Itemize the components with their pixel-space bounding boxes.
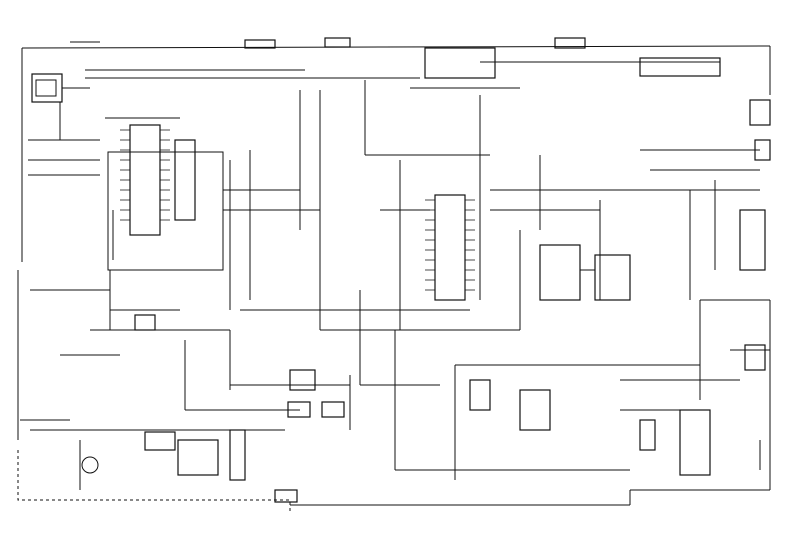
power-supply-block [620,299,770,476]
main-processor-ic [240,80,760,331]
power-input-block [28,73,100,176]
top-components [70,37,721,79]
deflection-block [230,330,700,480]
connector-strip-block [20,419,298,503]
tuner-ic-block [105,117,320,271]
audio-amplifier-block [30,270,300,411]
video-output-block [519,99,771,330]
outer-frame-wires [17,45,771,512]
bus-lines [229,90,691,385]
